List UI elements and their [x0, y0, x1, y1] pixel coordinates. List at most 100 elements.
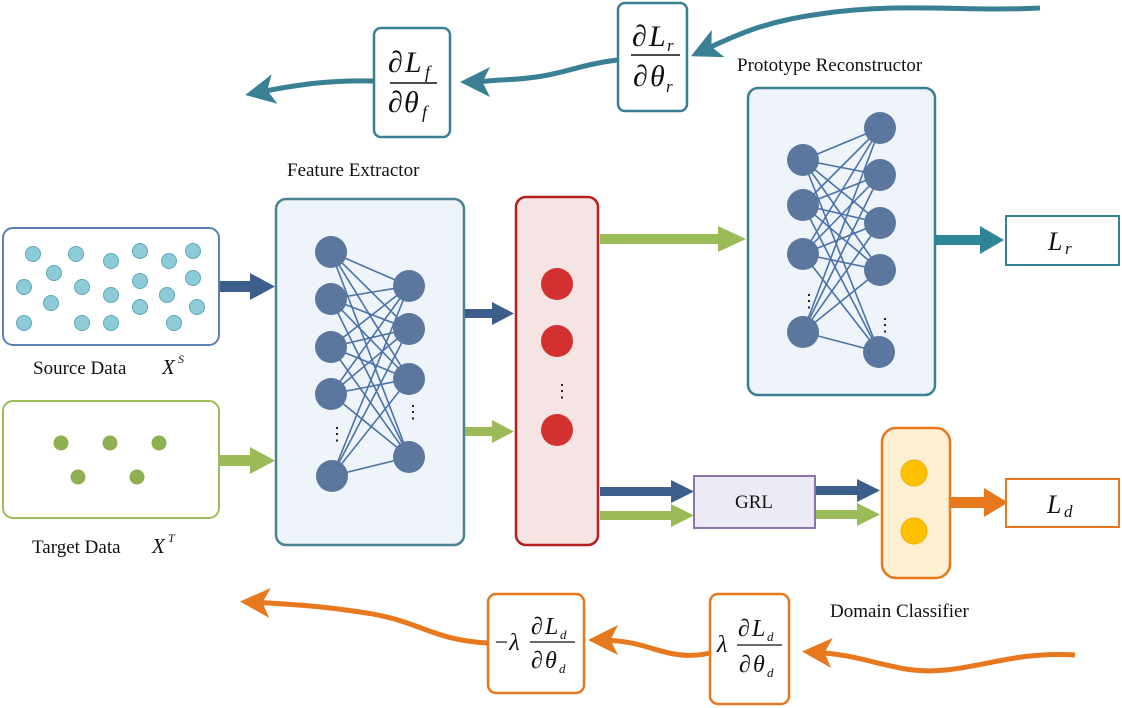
grl-source-out-arrow: [816, 479, 880, 502]
grl-target-out-arrow: [816, 503, 880, 526]
fe-ellipsis-left: ⋮: [328, 424, 346, 444]
feature-node: [541, 414, 573, 446]
loss-d-box: [1005, 478, 1120, 528]
backprop-wave-middle: [460, 57, 618, 97]
source-dot: [159, 287, 175, 303]
source-dot: [68, 246, 84, 262]
partial-symbol: ∂: [531, 614, 543, 640]
network-node: [393, 363, 425, 395]
feature-node: [541, 268, 573, 300]
loss-subscript: d: [560, 627, 567, 642]
network-node: [787, 144, 819, 176]
feature-vector-panel: [514, 195, 600, 547]
loss-subscript: r: [667, 36, 674, 55]
target-dot: [70, 469, 86, 485]
gradient-box-feature: ∂ L f ∂ θ f: [372, 26, 452, 139]
target-dot: [53, 435, 69, 451]
network-edge: [330, 298, 410, 458]
reconstruction-output-arrow: [936, 226, 1004, 254]
domain-output-arrow: [951, 488, 1008, 517]
target-dots: [53, 435, 167, 485]
network-edge: [802, 222, 881, 333]
network-edge: [802, 174, 881, 333]
network-node: [864, 159, 896, 191]
neg-lambda-symbol: −λ: [493, 630, 520, 656]
target-dot: [151, 435, 167, 451]
network-node: [315, 331, 347, 363]
loss-symbol: L: [544, 614, 558, 640]
loss-symbol: L: [648, 20, 666, 53]
param-subscript: d: [767, 665, 774, 680]
network-edge: [802, 253, 880, 353]
source-dot: [185, 270, 201, 286]
param-symbol: θ: [545, 648, 557, 674]
network-edge: [330, 328, 410, 395]
backprop-wave-feature: [245, 74, 375, 104]
network-edge: [802, 127, 881, 333]
network-edge: [331, 285, 410, 477]
param-subscript: r: [666, 77, 673, 96]
source-dot: [166, 315, 182, 331]
partial-symbol: ∂: [738, 616, 750, 642]
source-dot: [103, 287, 119, 303]
param-symbol: θ: [650, 60, 665, 93]
partial-symbol: ∂: [531, 648, 543, 674]
source-dot: [132, 273, 148, 289]
source-feature-arrow: [465, 302, 514, 325]
loss-r-subscript: r: [1065, 239, 1072, 258]
network-edge: [330, 285, 410, 348]
source-dot: [74, 315, 90, 331]
partial-symbol: ∂: [388, 46, 403, 79]
gradient-box-reconstructor: ∂ L r ∂ θ r: [616, 1, 689, 113]
backprop-wave-domain: [802, 638, 1076, 674]
network-edge: [802, 204, 881, 271]
network-edge: [802, 269, 881, 333]
network-node: [864, 254, 896, 286]
source-input-arrow: [220, 273, 275, 300]
target-feature-arrow: [465, 420, 514, 443]
pr-ellipsis-right: ⋮: [876, 315, 894, 335]
loss-subscript: d: [767, 629, 774, 644]
gradient-box-domain: λ ∂ L d ∂ θ d: [708, 592, 791, 706]
network-node: [315, 378, 347, 410]
target-data-panel: [2, 400, 220, 519]
source-dot: [103, 315, 119, 331]
loss-d-subscript: d: [1064, 502, 1073, 521]
loss-subscript: f: [425, 62, 433, 82]
loss-symbol: L: [751, 616, 765, 642]
feature-node: [541, 325, 573, 357]
loss-d-symbol: L: [1046, 490, 1061, 519]
domain-classifier-label: Domain Classifier: [830, 601, 969, 622]
source-dot: [25, 246, 41, 262]
classifier-node: [900, 517, 928, 545]
pr-ellipsis-left: ⋮: [800, 291, 818, 311]
network-node: [393, 441, 425, 473]
reconstructor-network: [787, 112, 896, 368]
network-edge: [330, 251, 410, 458]
classifier-node: [900, 459, 928, 487]
backprop-wave-reversed: [240, 588, 489, 646]
param-subscript: d: [559, 661, 566, 676]
param-subscript: f: [422, 102, 430, 122]
feature-ellipsis: ⋮: [553, 381, 571, 401]
to-reconstructor-arrow: [600, 226, 746, 252]
target-to-grl-arrow: [600, 504, 694, 527]
feature-extractor-network: [315, 236, 425, 492]
backprop-wave-reconstructor: [690, 5, 1041, 58]
partial-symbol: ∂: [388, 86, 403, 119]
network-edge: [802, 127, 881, 255]
loss-r-box: [1005, 215, 1120, 266]
loss-symbol: L: [404, 46, 422, 79]
network-node: [863, 336, 895, 368]
network-node: [393, 313, 425, 345]
grl-box: [693, 475, 816, 529]
target-input-arrow: [220, 447, 275, 474]
source-data-label: Source Data: [33, 358, 127, 379]
prototype-reconstructor-label: Prototype Reconstructor: [737, 55, 923, 76]
source-dot: [189, 299, 205, 315]
loss-r-symbol: L: [1047, 227, 1062, 256]
network-node: [864, 207, 896, 239]
feature-extractor-label: Feature Extractor: [287, 160, 420, 181]
fe-ellipsis-right: ⋮: [404, 402, 422, 422]
